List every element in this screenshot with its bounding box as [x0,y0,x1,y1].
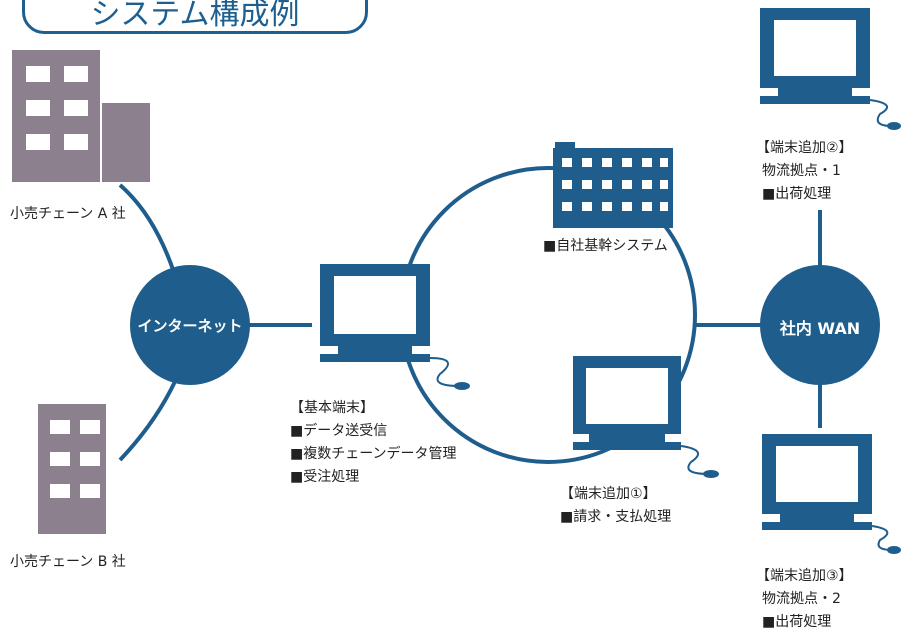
mouse-icon [887,122,901,130]
office-tower-icon [553,142,673,228]
basic-line: ■データ送受信 [290,423,388,439]
chain-b-label: 小売チェーン B 社 [10,554,126,570]
basic-line: ■受注処理 [290,469,360,485]
basic-line: ■複数チェーンデータ管理 [290,446,457,462]
building-icon [12,50,150,182]
term3-line: 物流拠点・2 [762,591,841,607]
term1-line: ■請求・支払処理 [560,509,672,525]
term2-line: ■出荷処理 [762,186,832,202]
term3-line: ■出荷処理 [762,614,832,630]
basic-line: 【基本端末】 [290,400,374,416]
computer-icon [760,8,901,130]
diagram-title: システム構成例 [90,0,300,32]
term3-line: 【端末追加③】 [756,568,853,584]
computer-icon [762,434,901,554]
term2-line: 物流拠点・1 [762,163,841,179]
chain-a-label: 小売チェーン A 社 [10,206,126,222]
term1-line: 【端末追加①】 [560,486,657,502]
mouse-icon [703,470,719,478]
term2-line: 【端末追加②】 [756,140,853,156]
title-box: システム構成例 [22,0,368,34]
core-system-label: ■自社基幹システム [543,238,668,254]
mouse-icon [887,546,901,554]
computer-icon [320,264,470,390]
wan-node [760,265,880,385]
building-icon [38,404,106,534]
mouse-icon [454,382,470,390]
wan-label: 社内 WAN [779,319,861,338]
computer-icon [573,356,719,478]
link-chain-b [118,374,180,462]
internet-label: インターネット [137,317,243,335]
internet-node [130,265,250,385]
